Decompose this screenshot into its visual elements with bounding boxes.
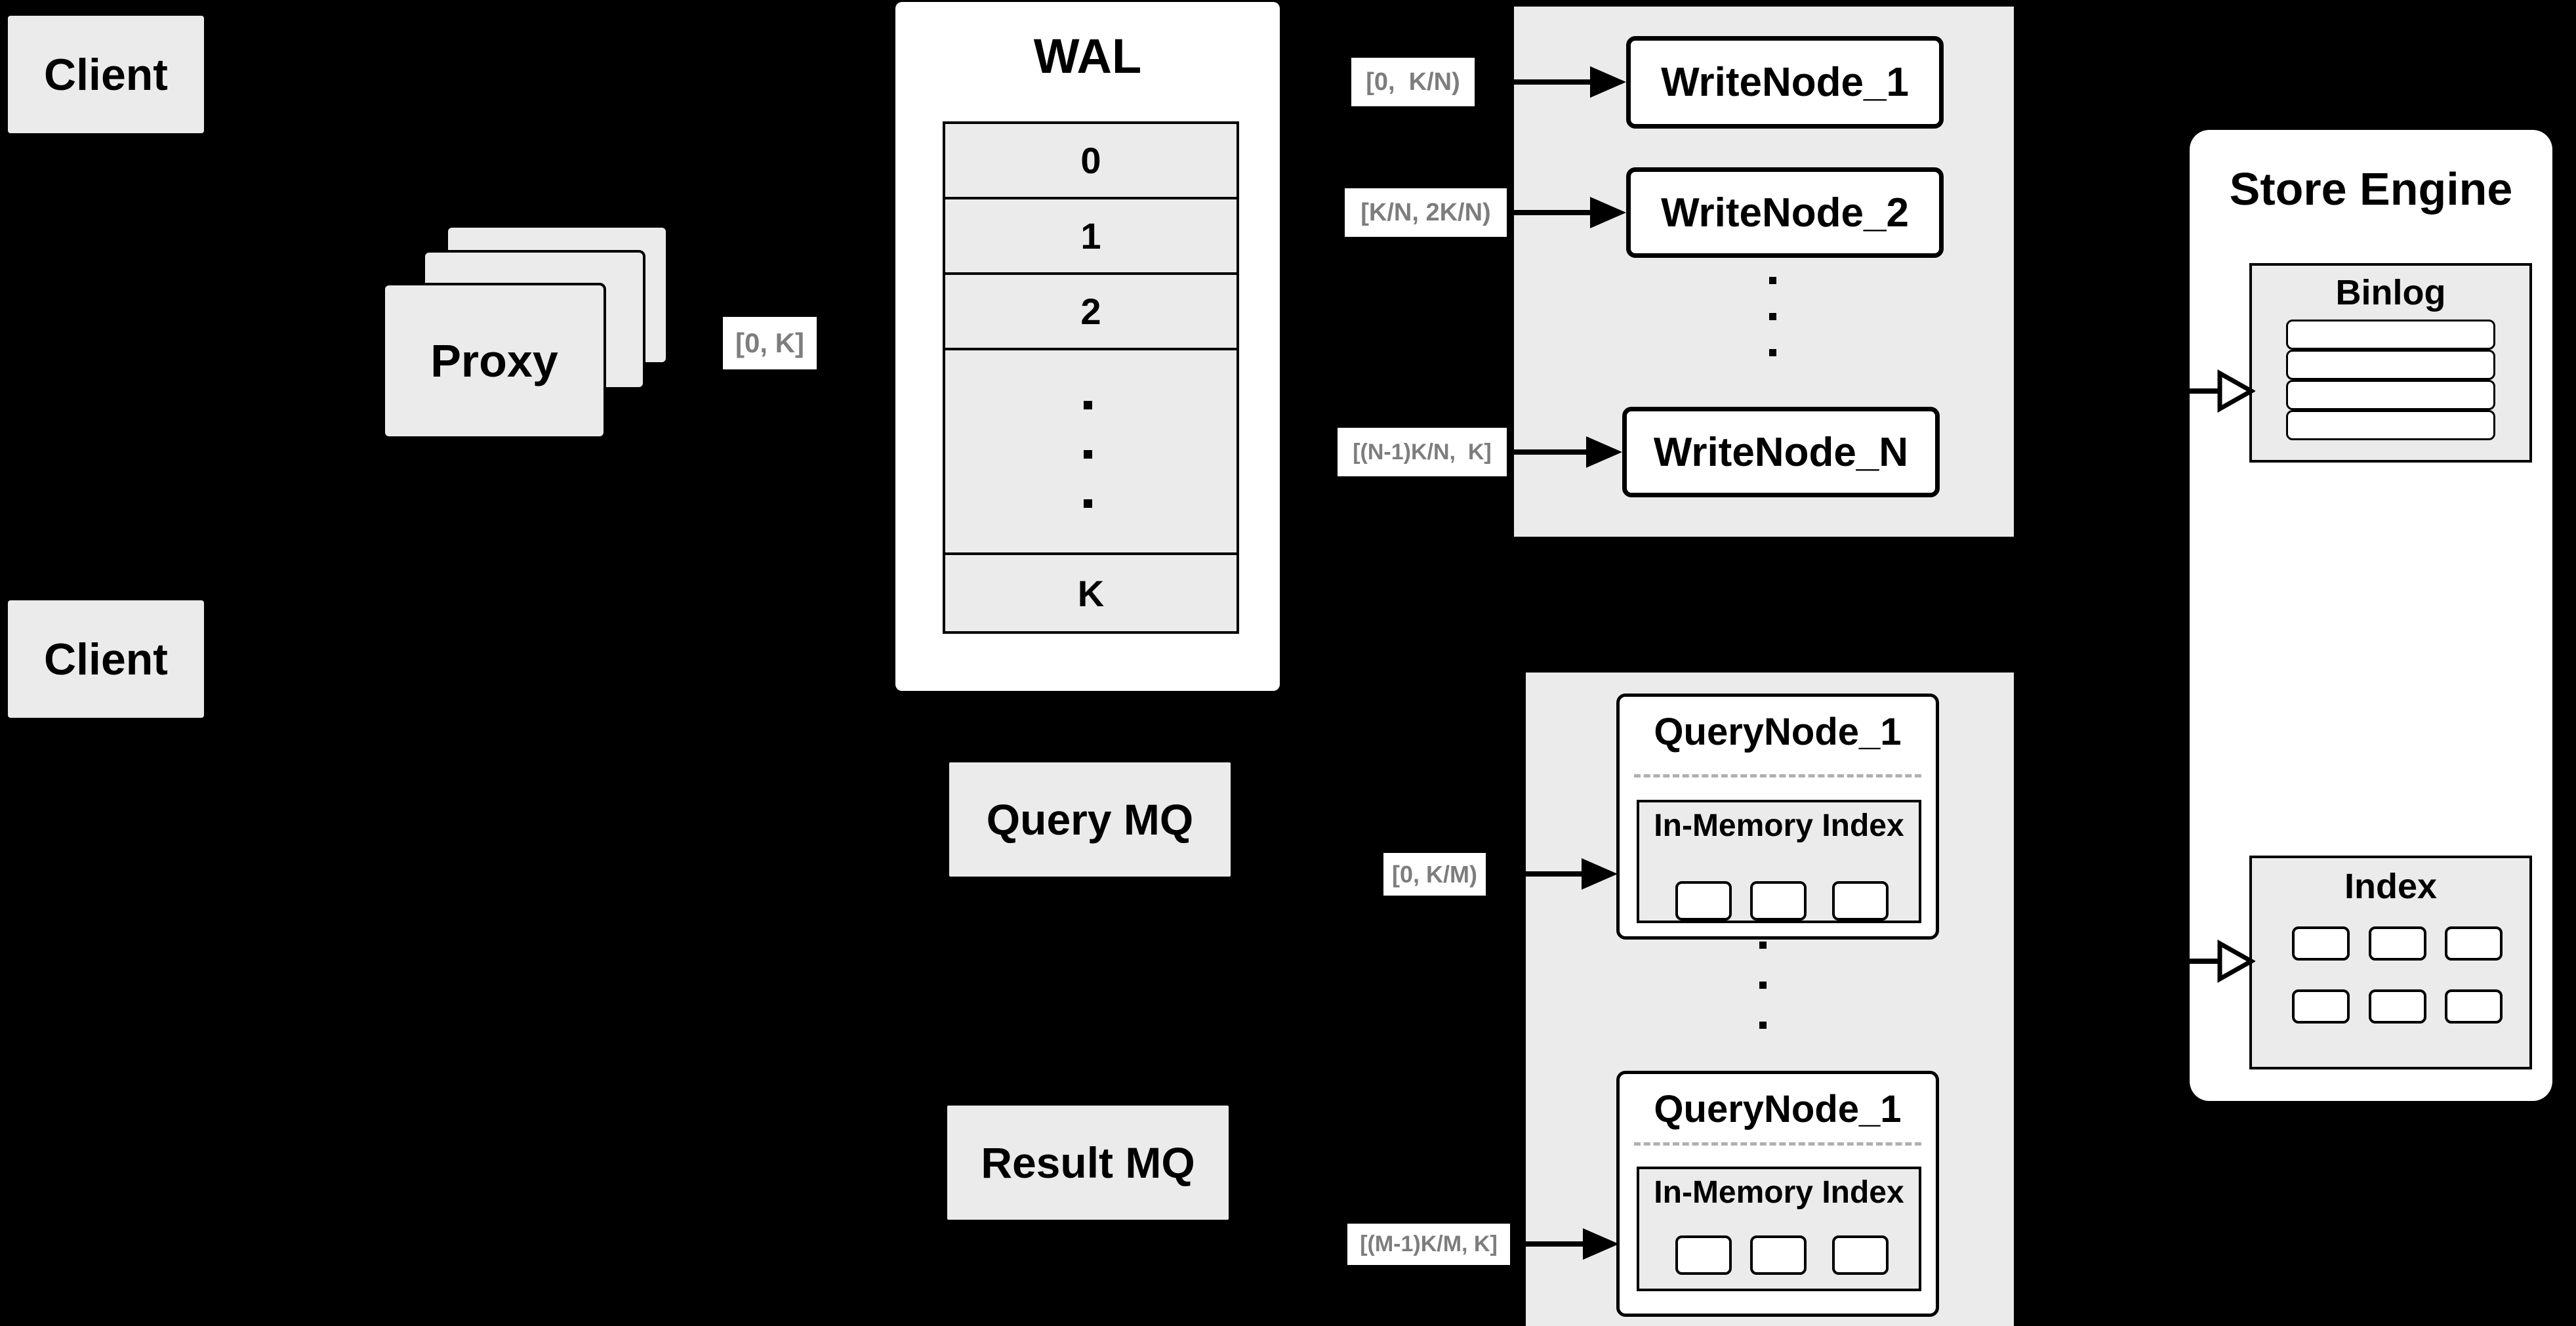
query-node-divider	[1634, 774, 1921, 777]
store-engine-panel: Store Engine Binlog Index	[2190, 130, 2552, 1101]
range-label-proxy: [0, K]	[723, 317, 817, 369]
arrowhead-writenode-1	[1590, 66, 1626, 98]
index-cell	[2292, 989, 2350, 1024]
arrowhead-querynode-bottom	[1583, 1228, 1619, 1260]
index-cell	[2369, 926, 2426, 961]
in-memory-index-box: In-Memory Index	[1637, 800, 1921, 923]
memory-cell	[1750, 881, 1807, 921]
index-title: Index	[2344, 867, 2438, 906]
client-box-top: Client	[7, 14, 205, 135]
arrow-to-writenode-n	[1507, 449, 1589, 455]
range-label-writenode-2: [K/N, 2K/N)	[1345, 188, 1507, 237]
query-node-top-box: QueryNode_1 In-Memory Index	[1616, 694, 1939, 940]
memory-cell	[1750, 1235, 1807, 1275]
hollow-arrow-to-index	[2190, 940, 2255, 983]
in-memory-index-box: In-Memory Index	[1637, 1167, 1921, 1291]
arrowhead-querynode-top	[1582, 858, 1618, 890]
in-memory-index-title: In-Memory Index	[1654, 1175, 1904, 1210]
wal-table: 0 1 2 K	[943, 121, 1239, 634]
query-node-bottom-box: QueryNode_1 In-Memory Index	[1616, 1071, 1939, 1317]
memory-cell	[1832, 881, 1889, 921]
binlog-row	[2286, 380, 2495, 410]
query-node-divider	[1634, 1142, 1921, 1146]
vertical-ellipsis-write-nodes	[1769, 262, 1776, 371]
index-cell	[2292, 926, 2350, 961]
binlog-title: Binlog	[2335, 273, 2446, 312]
wal-row: 2	[945, 275, 1237, 350]
memory-cell	[1832, 1235, 1889, 1275]
range-label-querynode-1: [0, K/M)	[1383, 853, 1486, 896]
proxy-box: Proxy	[382, 283, 606, 439]
arrow-to-writenode-1	[1475, 79, 1594, 85]
wal-row: K	[945, 555, 1237, 631]
arrow-to-querynode-top	[1486, 871, 1585, 877]
wal-title: WAL	[1033, 29, 1142, 83]
index-cell	[2445, 989, 2503, 1024]
wal-row: 0	[945, 124, 1237, 199]
arrowhead-writenode-n	[1586, 436, 1622, 468]
vertical-ellipsis-wal	[1084, 381, 1092, 528]
range-label-writenode-n: [(N-1)K/N, K]	[1338, 428, 1507, 476]
write-node-n-box: WriteNode_N	[1622, 407, 1940, 497]
range-label-querynode-m: [(M-1)K/M, K]	[1347, 1224, 1510, 1265]
store-engine-title: Store Engine	[2229, 163, 2513, 215]
memory-cell	[1675, 881, 1732, 921]
client-box-bottom: Client	[7, 599, 205, 719]
vertical-ellipsis-query-nodes	[1759, 925, 1767, 1045]
binlog-row	[2286, 350, 2495, 380]
arrow-to-querynode-bottom	[1510, 1241, 1587, 1247]
index-cell	[2445, 926, 2503, 961]
query-node-title: QueryNode_1	[1654, 1088, 1902, 1130]
query-node-title: QueryNode_1	[1654, 711, 1902, 753]
binlog-box: Binlog	[2249, 263, 2532, 463]
wal-row: 1	[945, 199, 1237, 275]
binlog-row	[2286, 320, 2495, 350]
result-mq-box: Result MQ	[946, 1104, 1230, 1221]
write-node-1-box: WriteNode_1	[1626, 36, 1944, 129]
arrowhead-writenode-2	[1590, 197, 1626, 228]
binlog-row	[2286, 410, 2495, 440]
write-node-2-box: WriteNode_2	[1626, 167, 1944, 258]
query-mq-box: Query MQ	[948, 761, 1232, 878]
wal-panel: WAL 0 1 2 K	[895, 2, 1280, 691]
range-label-writenode-1: [0, K/N)	[1351, 58, 1475, 106]
index-cell	[2369, 989, 2426, 1024]
in-memory-index-title: In-Memory Index	[1654, 808, 1904, 843]
index-box: Index	[2249, 856, 2532, 1069]
hollow-arrow-to-binlog	[2190, 369, 2255, 413]
arrow-to-writenode-2	[1507, 210, 1594, 215]
memory-cell	[1675, 1235, 1732, 1275]
